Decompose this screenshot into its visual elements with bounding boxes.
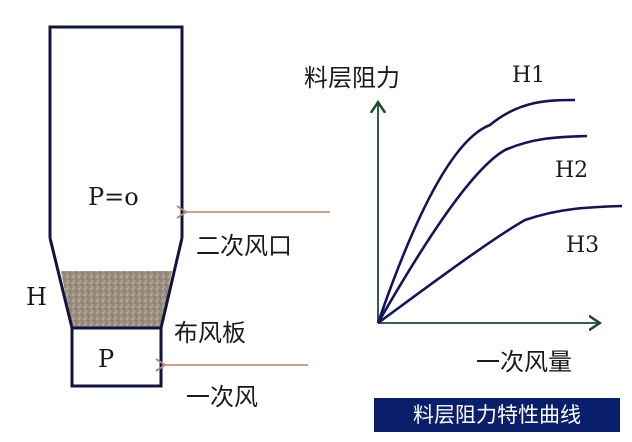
y-axis-label: 料层阻力	[304, 64, 400, 92]
x-axis-label: 一次风量	[476, 348, 572, 376]
bed-height-label: H	[26, 283, 47, 311]
curve-h3	[377, 204, 623, 325]
curve-label-h2: H2	[555, 158, 589, 183]
chart-title-banner: 料层阻力特性曲线	[374, 398, 620, 432]
plenum-pressure-label: P	[98, 345, 115, 373]
secondary-air-label: 二次风口	[196, 232, 292, 260]
curve-h2	[376, 134, 588, 324]
primary-air-label: 一次风	[186, 383, 258, 411]
top-pressure-label: P=o	[88, 183, 139, 211]
furnace-outline	[48, 25, 184, 388]
distributor-label: 布风板	[174, 319, 246, 347]
curve-label-h3: H3	[566, 233, 600, 258]
bed-material	[61, 271, 172, 328]
curve-label-h1: H1	[512, 63, 546, 88]
curve-h1	[376, 98, 576, 324]
